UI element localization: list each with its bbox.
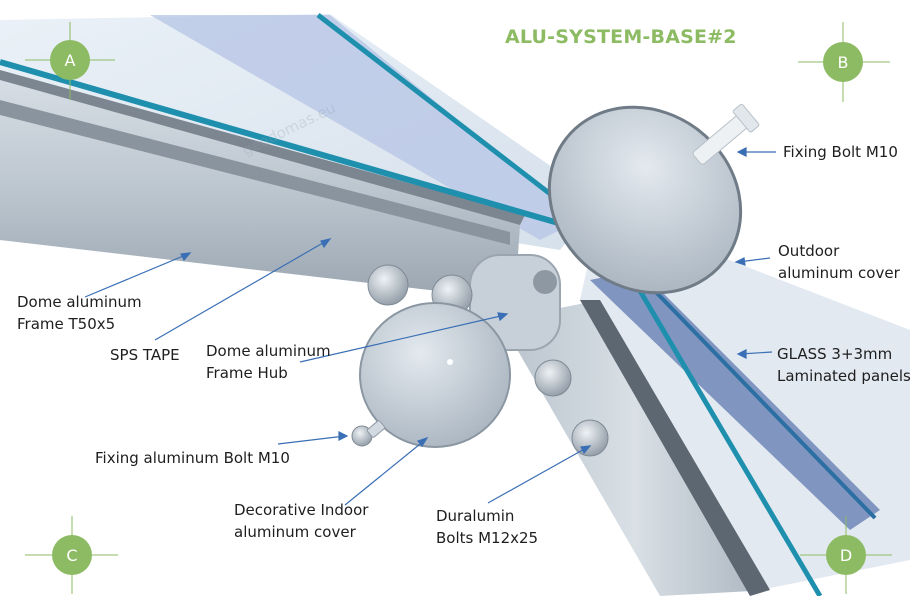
corner-label-c: C	[66, 546, 77, 565]
corner-marker-b: B	[798, 22, 890, 102]
label-fixing-bolt-m10: Fixing Bolt M10	[783, 143, 898, 161]
label-indoor-cover: Decorative Indoor aluminum cover	[234, 499, 368, 543]
corner-marker-d: D	[800, 516, 892, 594]
label-sps-tape: SPS TAPE	[110, 346, 180, 364]
label-outdoor-cover-line2: aluminum cover	[778, 264, 900, 282]
sps-tape-strip	[0, 100, 510, 245]
glass-edge-line-3	[607, 238, 823, 596]
label-dome-frame: Dome aluminum Frame T50x5	[17, 291, 142, 335]
label-duralumin-line1: Duralumin	[436, 507, 515, 525]
hub-hole	[533, 270, 557, 294]
fixing-bolt-m10-icon	[692, 103, 760, 165]
label-fixing-aluminum-bolt: Fixing aluminum Bolt M10	[95, 449, 290, 467]
label-dome-frame-line2: Frame T50x5	[17, 315, 116, 333]
glass-edge-line-4	[618, 253, 877, 520]
label-glass-line2: Laminated panels	[777, 367, 911, 385]
corner-label-b: B	[838, 53, 849, 72]
indoor-cover-hole	[447, 359, 453, 365]
label-outdoor-cover-line1: Outdoor	[778, 242, 840, 260]
corner-label-a: A	[65, 51, 76, 70]
fixing-aluminum-bolt-icon	[351, 420, 386, 447]
label-duralumin-line2: Bolts M12x25	[436, 529, 539, 547]
duralumin-bolt-1	[534, 359, 572, 397]
label-indoor-cover-line1: Decorative Indoor	[234, 501, 369, 519]
label-duralumin-bolts: Duralumin Bolts M12x25	[436, 505, 538, 549]
duralumin-bolt-2	[571, 419, 609, 457]
label-frame-hub-line1: Dome aluminum	[206, 342, 331, 360]
glass-panel-blue-strip	[150, 15, 580, 240]
leader-lines	[84, 147, 776, 506]
label-indoor-cover-line2: aluminum cover	[234, 523, 356, 541]
diagonal-frame-edge	[580, 300, 770, 596]
frame-bolt-1	[367, 264, 409, 306]
label-glass: GLASS 3+3mm Laminated panels	[777, 343, 911, 387]
diagram-title: ALU-SYSTEM-BASE#2	[505, 26, 737, 48]
label-glass-line1: GLASS 3+3mm	[777, 345, 893, 363]
decorative-indoor-cover	[359, 302, 511, 448]
corner-marker-c: C	[25, 516, 118, 594]
frame-top-face	[0, 70, 525, 225]
glass-panel-right-dark	[590, 270, 880, 530]
label-outdoor-cover: Outdoor aluminum cover	[778, 240, 900, 284]
corner-marker-a: A	[25, 22, 115, 100]
label-dome-frame-line1: Dome aluminum	[17, 293, 142, 311]
label-frame-hub-line2: Frame Hub	[206, 364, 288, 382]
label-frame-hub: Dome aluminum Frame Hub	[206, 340, 331, 384]
glass-edge-line-1	[0, 59, 601, 238]
corner-label-d: D	[840, 546, 852, 565]
